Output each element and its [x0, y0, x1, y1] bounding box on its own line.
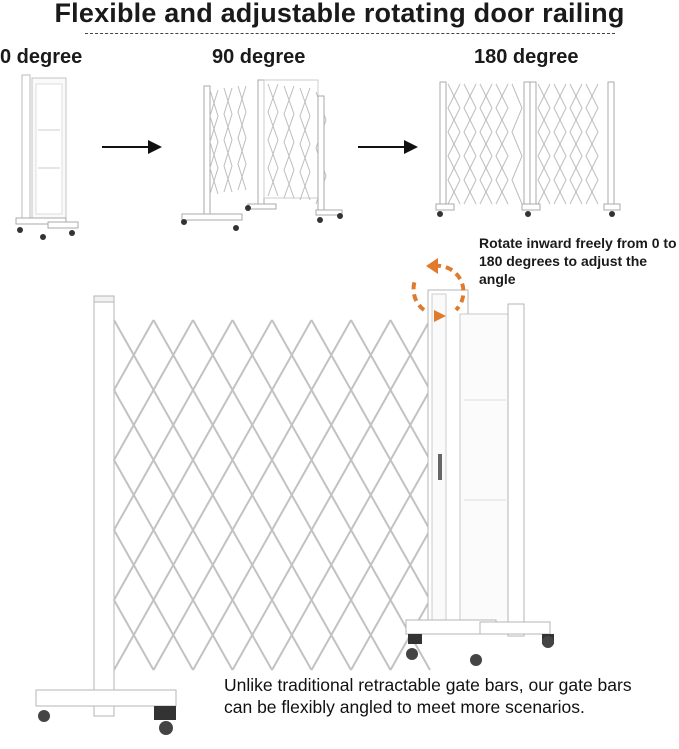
gate-main-image [35, 289, 554, 735]
bottom-note: Unlike traditional retractable gate bars… [224, 675, 632, 717]
gate-folded-image [15, 74, 79, 240]
right-arrow-icon-2 [358, 140, 418, 154]
stage-label-180: 180 degree [474, 46, 579, 68]
lattice-bar [389, 319, 432, 671]
lattice-bar [152, 319, 195, 671]
stage-label-0: 0 degree [0, 46, 83, 68]
lattice-bar [349, 319, 392, 671]
gate-180-degree-image [435, 81, 621, 217]
stage-label-90: 90 degree [212, 46, 306, 68]
lattice-bar [112, 319, 155, 671]
title-divider [85, 33, 615, 34]
lattice-bar [231, 319, 274, 671]
lattice-bar [270, 319, 313, 671]
page-title: Flexible and adjustable rotating door ra… [54, 0, 625, 28]
lattice-bar [191, 319, 234, 671]
gate-90-degree-image [181, 79, 343, 231]
rotate-note: Rotate inward freely from 0 to 180 degre… [479, 235, 677, 287]
right-arrow-icon [102, 140, 162, 154]
rotate-arrows-icon [411, 258, 466, 322]
lattice-bar [310, 319, 353, 671]
